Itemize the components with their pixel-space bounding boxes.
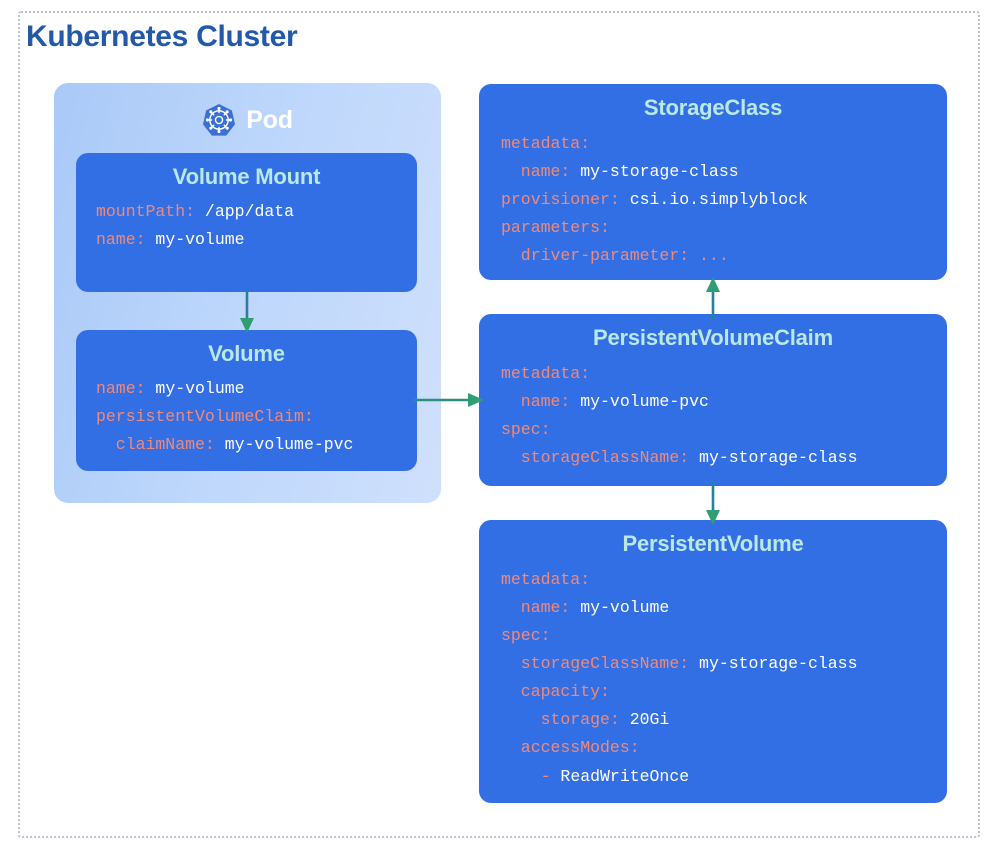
volume-card[interactable]: Volume name: my-volume persistentVolumeCl… — [76, 330, 417, 471]
persistentvolume-title: PersistentVolume — [622, 531, 804, 556]
spec-key: spec: — [501, 420, 551, 440]
pod-label: Pod — [246, 105, 293, 134]
spec-key: provisioner: — [501, 190, 620, 210]
spec-key: persistentVolumeClaim: — [96, 407, 314, 427]
spec-line: storage: 20Gi — [501, 706, 925, 734]
spec-line: storageClassName: my-storage-class — [501, 650, 925, 678]
spec-value: my-volume — [145, 230, 245, 250]
spec-value: my-volume-pvc — [570, 392, 709, 412]
spec-key: accessModes: — [501, 738, 640, 758]
spec-key: metadata: — [501, 364, 591, 384]
spec-value: /app/data — [195, 202, 295, 222]
spec-line: claimName: my-volume-pvc — [96, 431, 397, 459]
spec-line: spec: — [501, 622, 925, 650]
storageclass-title: StorageClass — [643, 95, 783, 120]
spec-line: metadata: — [501, 360, 925, 388]
spec-key: name: — [96, 230, 146, 250]
spec-key: metadata: — [501, 570, 591, 590]
arrow-persistentvolumeclaim-to-storageclass — [706, 277, 720, 320]
pod-header: Pod — [54, 103, 441, 137]
spec-key: name: — [501, 598, 571, 618]
spec-key: storageClassName: — [501, 448, 690, 468]
spec-line: capacity: — [501, 678, 925, 706]
spec-line: parameters: — [501, 214, 925, 242]
spec-line: accessModes: — [501, 734, 925, 762]
spec-line: provisioner: csi.io.simplyblock — [501, 186, 925, 214]
spec-key: metadata: — [501, 134, 591, 154]
spec-line: persistentVolumeClaim: — [96, 403, 397, 431]
spec-key: claimName: — [96, 435, 215, 455]
volume-mount-title: Volume Mount — [172, 164, 321, 189]
spec-value: my-storage-class — [689, 654, 858, 674]
spec-line: name: my-volume — [96, 375, 397, 403]
spec-value: my-volume — [570, 598, 670, 618]
volume-title: Volume — [208, 341, 285, 366]
spec-line: name: my-volume-pvc — [501, 388, 925, 416]
spec-line: - ReadWriteOnce — [501, 763, 925, 791]
spec-value: csi.io.simplyblock — [619, 190, 808, 210]
spec-key: mountPath: — [96, 202, 196, 222]
spec-key: capacity: — [501, 682, 610, 702]
spec-line: storageClassName: my-storage-class — [501, 444, 925, 472]
persistentvolume-spec: metadata: name: my-volume spec: storageCl… — [501, 566, 925, 790]
spec-line: name: my-storage-class — [501, 158, 925, 186]
spec-key: spec: — [501, 626, 551, 646]
arrow-volume-mount-to-volume — [240, 290, 254, 333]
persistentvolume-card[interactable]: PersistentVolume metadata: name: my-volu… — [479, 520, 947, 803]
spec-line: name: my-volume — [96, 226, 397, 254]
spec-value: my-volume — [145, 379, 245, 399]
spec-value: ReadWriteOnce — [550, 766, 690, 786]
kubernetes-helm-icon — [202, 103, 236, 137]
spec-key: storage: — [501, 710, 620, 730]
arrow-persistentvolumeclaim-to-persistentvolume — [706, 482, 720, 525]
spec-key: name: — [501, 392, 571, 412]
spec-line: name: my-volume — [501, 594, 925, 622]
spec-key: - — [501, 766, 551, 786]
spec-key: name: — [501, 162, 571, 182]
spec-line: mountPath: /app/data — [96, 198, 397, 226]
spec-key: name: — [96, 379, 146, 399]
spec-key: driver-parameter: ... — [501, 246, 729, 266]
spec-key: storageClassName: — [501, 654, 690, 674]
spec-value: my-volume-pvc — [214, 435, 354, 455]
persistentvolumeclaim-card[interactable]: PersistentVolumeClaim metadata: name: my… — [479, 314, 947, 486]
spec-line: spec: — [501, 416, 925, 444]
page-title: Kubernetes Cluster — [26, 20, 298, 53]
spec-key: parameters: — [501, 218, 610, 238]
spec-line: metadata: — [501, 130, 925, 158]
volume-spec: name: my-volume persistentVolumeClaim: cl… — [96, 375, 397, 459]
spec-value: my-storage-class — [689, 448, 858, 468]
persistentvolumeclaim-spec: metadata: name: my-volume-pvc spec: stora… — [501, 360, 925, 472]
persistentvolumeclaim-title: PersistentVolumeClaim — [593, 325, 833, 350]
spec-line: metadata: — [501, 566, 925, 594]
storageclass-card[interactable]: StorageClass metadata: name: my-storage-… — [479, 84, 947, 280]
arrow-volume-to-persistentvolumeclaim — [413, 393, 484, 407]
spec-line: driver-parameter: ... — [501, 242, 925, 270]
spec-value: my-storage-class — [570, 162, 739, 182]
spec-value: 20Gi — [619, 710, 670, 730]
